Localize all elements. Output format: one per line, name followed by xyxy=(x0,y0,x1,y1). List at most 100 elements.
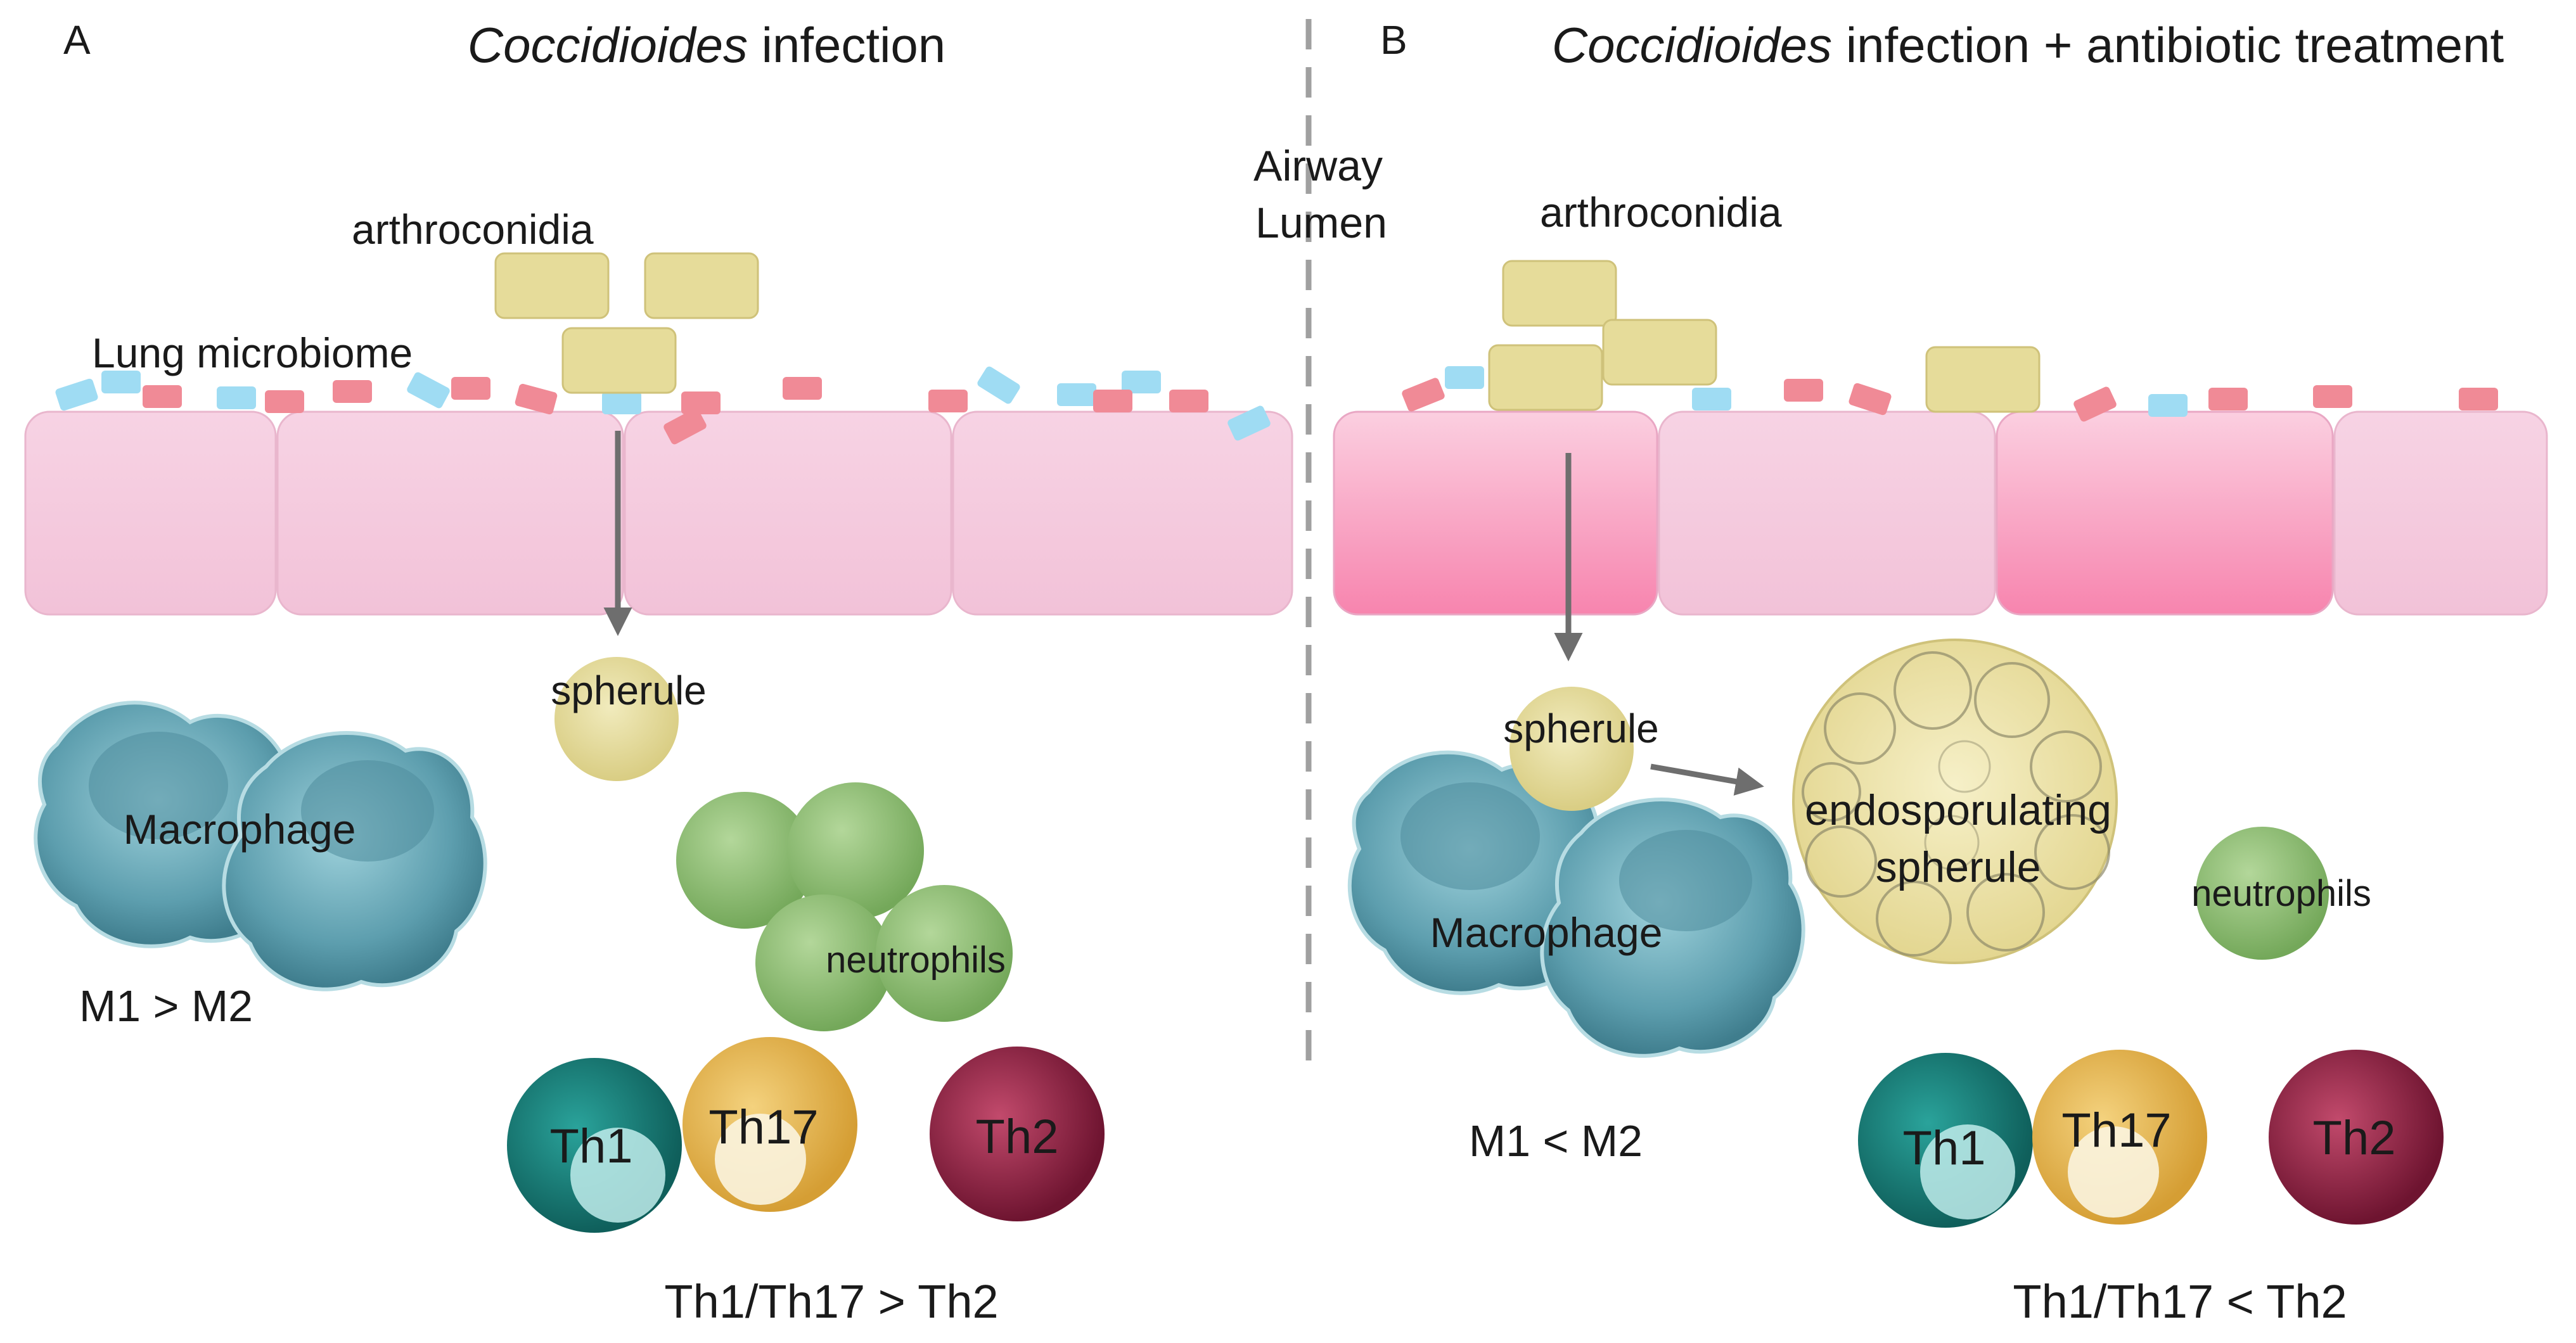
endospore xyxy=(1824,692,1896,765)
microbe-red xyxy=(2073,386,2117,422)
th17-cell-nucleus xyxy=(715,1114,806,1205)
microbe-blue xyxy=(2148,394,2188,417)
epithelium-b xyxy=(1333,411,2548,616)
epithelium-a xyxy=(24,411,1293,616)
th17-cell-nucleus xyxy=(2068,1126,2159,1218)
epithelial-cell xyxy=(1333,411,1658,616)
macrophage-nucleus xyxy=(1619,830,1752,931)
endospore xyxy=(1805,825,1877,898)
th2-label-b: Th2 xyxy=(2313,1111,2396,1165)
microbe-red xyxy=(783,377,822,400)
neutrophil xyxy=(676,792,813,929)
maturation-arrow xyxy=(1650,763,1764,796)
microbe-red xyxy=(663,408,707,445)
panel-a-letter: A xyxy=(63,17,91,63)
microbe-blue xyxy=(1692,388,1731,411)
microbe-blue xyxy=(977,366,1020,404)
microbe-blue xyxy=(602,391,641,414)
th17-label-a: Th17 xyxy=(708,1100,818,1154)
th1-label-a: Th1 xyxy=(550,1119,633,1173)
spherule-a xyxy=(554,657,679,781)
panel-b-title: Coccidioides infection + antibiotic trea… xyxy=(1552,17,2504,73)
endospore xyxy=(1894,651,1972,730)
microbe-blue xyxy=(1227,405,1271,441)
neutrophils-a xyxy=(676,782,1013,1031)
microbe-blue xyxy=(1057,383,1096,406)
endospore xyxy=(2034,814,2110,890)
macrophage-label-b: Macrophage xyxy=(1430,909,1663,956)
th-ratio-b: Th1/Th17 < Th2 xyxy=(2013,1275,2347,1328)
arthroconidium xyxy=(1602,319,1717,386)
endosporulating-label-line2: spherule xyxy=(1876,843,2041,891)
lung-microbiome-a xyxy=(55,366,1271,445)
panel-b-letter: B xyxy=(1380,17,1407,63)
endospore xyxy=(1966,873,2045,952)
neutrophil xyxy=(2196,827,2329,960)
endospore xyxy=(1974,662,2050,738)
m1-m2-ratio-b: M1 < M2 xyxy=(1469,1116,1643,1166)
endospore xyxy=(1802,762,1861,822)
microbe-blue xyxy=(1122,371,1161,393)
endospore xyxy=(2030,730,2102,803)
endosporulating-spherule-body xyxy=(1792,639,2118,964)
th1-cell-nucleus xyxy=(570,1128,665,1223)
microbe-red xyxy=(928,390,968,412)
spherule-label-b: spherule xyxy=(1503,706,1659,751)
epithelial-cell xyxy=(276,411,624,616)
arthroconidium xyxy=(644,252,759,319)
microbe-red xyxy=(1402,378,1445,412)
th-ratio-a: Th1/Th17 > Th2 xyxy=(664,1275,998,1328)
microbe-blue xyxy=(1445,366,1484,389)
th2-cell xyxy=(2269,1050,2444,1225)
microbe-red xyxy=(1093,390,1132,412)
macrophage-nucleus xyxy=(301,760,434,862)
tcells-a xyxy=(507,1037,1105,1233)
microbe-red xyxy=(1784,379,1823,402)
microbe-blue xyxy=(55,378,98,411)
lung-microbiome-label: Lung microbiome xyxy=(92,329,413,376)
microbe-blue xyxy=(101,371,141,393)
arthroconidia-b xyxy=(1488,260,2041,413)
arthroconidium xyxy=(1488,344,1603,411)
neutrophil xyxy=(787,782,924,919)
microbe-red xyxy=(451,377,490,400)
epithelial-cell xyxy=(952,411,1293,616)
lung-microbiome-b xyxy=(1402,366,2498,422)
endospore xyxy=(1924,815,1980,870)
macrophage-nucleus xyxy=(89,732,228,839)
microbe-red xyxy=(2313,385,2352,408)
microbe-blue xyxy=(217,386,256,409)
epithelial-cell xyxy=(1658,411,1996,616)
microbe-red xyxy=(681,391,721,414)
neutrophils-label-a: neutrophils xyxy=(826,939,1006,981)
epithelial-cell xyxy=(24,411,277,616)
microbe-red xyxy=(2459,388,2498,411)
arthroconidium xyxy=(1925,346,2041,413)
th2-cell xyxy=(930,1047,1105,1221)
arthroconidium xyxy=(561,327,677,394)
macrophage-nucleus xyxy=(1400,782,1540,890)
th2-label-a: Th2 xyxy=(976,1110,1059,1164)
airway-label-line1: Airway xyxy=(1253,142,1383,190)
arthroconidium xyxy=(494,252,610,319)
spherule-b xyxy=(1509,687,1634,811)
panel-a: A Coccidioides infection xyxy=(24,17,1293,1328)
macrophages-a xyxy=(34,701,487,991)
microbe-red xyxy=(333,380,372,403)
th1-cell-nucleus xyxy=(1920,1124,2015,1219)
arthroconidia-label-b: arthroconidia xyxy=(1540,189,1782,236)
microbe-red xyxy=(2208,388,2248,411)
arthroconidia-a xyxy=(494,252,759,394)
endosporulating-label-line1: endosporulating xyxy=(1805,786,2111,834)
neutrophil xyxy=(755,894,892,1031)
panel-b: B Coccidioides infection + antibiotic tr… xyxy=(1333,17,2548,1328)
panel-a-title: Coccidioides infection xyxy=(468,17,945,73)
arthroconidium xyxy=(1502,260,1617,327)
tcells-b xyxy=(1858,1050,2444,1228)
macrophages-b xyxy=(1347,750,1805,1058)
epithelial-cell xyxy=(624,411,952,616)
th17-label-b: Th17 xyxy=(2061,1104,2171,1157)
airway-label-line2: Lumen xyxy=(1255,199,1387,247)
spherule-label-a: spherule xyxy=(551,668,707,713)
